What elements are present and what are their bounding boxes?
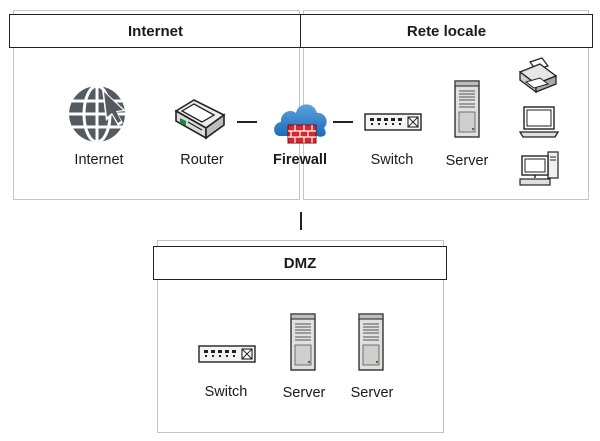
link-firewall-switch	[333, 121, 353, 123]
dmz-zone-header: DMZ	[153, 246, 447, 280]
dmz-switch-label: Switch	[204, 384, 248, 400]
desktop-computer-icon	[518, 150, 560, 188]
lan-switch-label: Switch	[370, 152, 414, 168]
laptop-icon	[518, 106, 560, 138]
lan-server-label: Server	[445, 153, 489, 169]
dmz-server-1-label: Server	[282, 385, 326, 401]
dmz-zone	[157, 240, 444, 433]
router-label: Router	[180, 152, 224, 168]
internet-label: Internet	[74, 152, 124, 168]
router-icon	[172, 98, 228, 140]
dmz-switch-icon	[198, 345, 256, 363]
printer-icon	[518, 57, 558, 96]
internet-zone	[13, 10, 300, 200]
globe-icon	[68, 84, 130, 144]
server-icon	[454, 80, 480, 138]
switch-icon	[364, 113, 422, 131]
firewall-cloud-icon	[272, 96, 330, 146]
lan-zone-header: Rete locale	[300, 14, 593, 48]
dmz-server-1-icon	[290, 313, 316, 371]
link-router-firewall	[237, 121, 257, 123]
dmz-server-2-icon	[358, 313, 384, 371]
firewall-label: Firewall	[273, 152, 327, 168]
internet-zone-header: Internet	[9, 14, 302, 48]
link-firewall-dmz	[300, 212, 302, 230]
dmz-server-2-label: Server	[350, 385, 394, 401]
